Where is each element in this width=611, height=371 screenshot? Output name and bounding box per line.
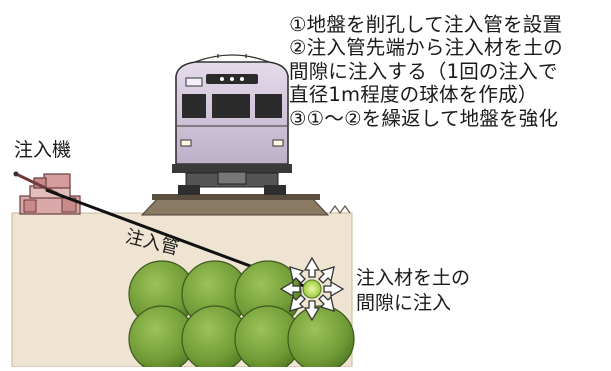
injection-material-line: 間隙に注入	[356, 292, 452, 314]
train-icon	[172, 54, 292, 195]
step-line: ①地盤を削孔して注入管を設置	[289, 13, 563, 36]
step-line: 直径1m程度の球体を作成）	[289, 83, 538, 107]
injection-material-line: 注入材を土の	[356, 267, 471, 289]
step-line: 間隙に注入する（1回の注入で	[289, 59, 558, 83]
injection-machine-label: 注入機	[14, 139, 72, 161]
track-ballast	[140, 194, 330, 216]
injection-material-label: 注入材を土の 間隙に注入	[356, 266, 470, 316]
grass-mark	[329, 204, 351, 215]
procedure-steps: ①地盤を削孔して注入管を設置 ②注入管先端から注入材を土の 間隙に注入する（1回…	[289, 13, 563, 130]
step-line: ③①～②を繰返して地盤を強化	[289, 106, 559, 130]
injection-machine-icon	[13, 171, 81, 215]
spray-arrows-icon	[279, 256, 345, 322]
grout-bulbs	[128, 260, 355, 371]
grout-bulb	[287, 305, 355, 371]
step-line: ②注入管先端から注入材を土の	[289, 36, 563, 60]
